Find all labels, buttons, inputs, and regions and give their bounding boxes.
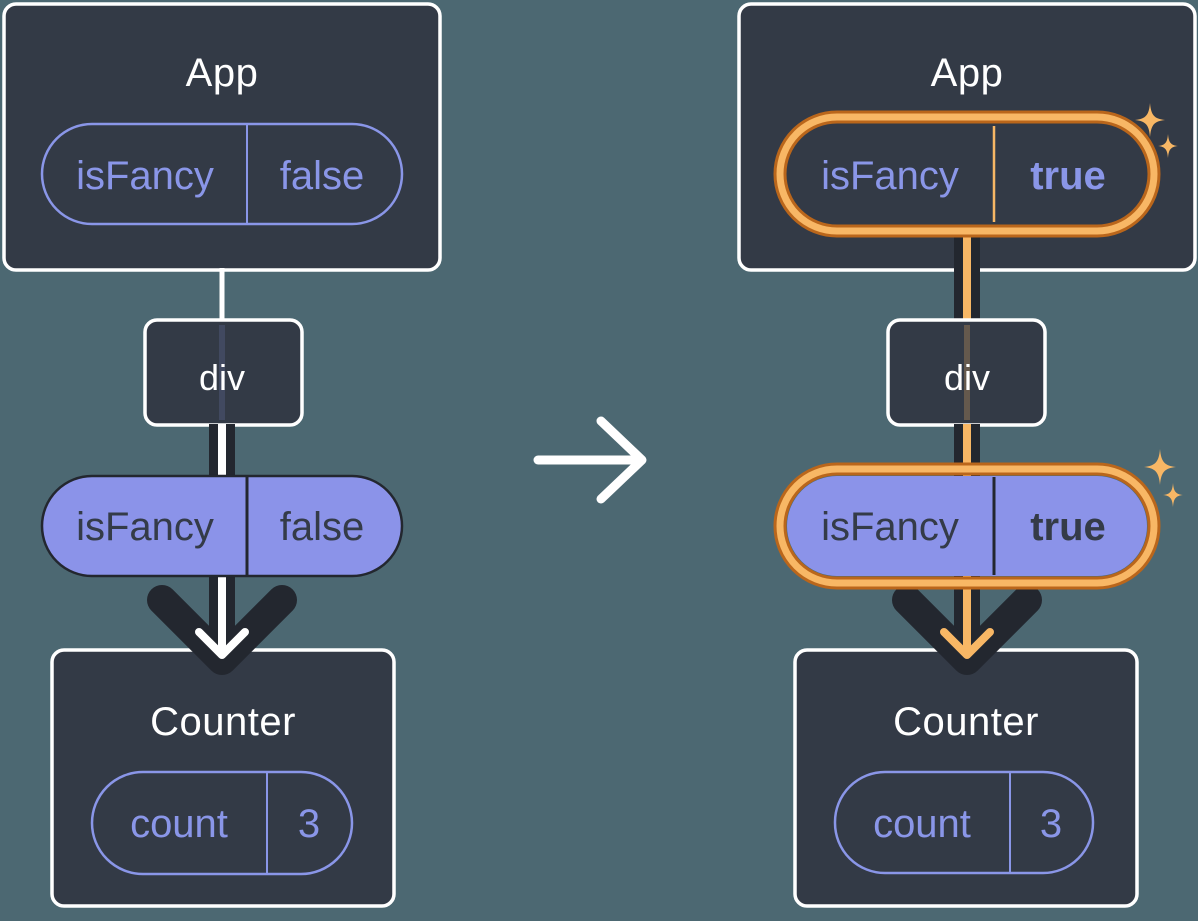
- counter-state-pill: count 3: [90, 770, 354, 876]
- prop-name: isFancy: [821, 154, 959, 198]
- prop-value: false: [280, 154, 365, 198]
- arrow-right-icon: [533, 416, 647, 504]
- prop-pill-shape: [40, 122, 404, 226]
- prop-name: isFancy: [76, 154, 214, 198]
- state-name: count: [873, 802, 971, 846]
- div-label: div: [944, 357, 990, 398]
- highlight-ring-glow: [776, 465, 1158, 587]
- arrow-chevron: [147, 585, 297, 675]
- prop-value: true: [1030, 154, 1106, 198]
- passed-prop-pill: isFancy false: [40, 474, 404, 578]
- div-label: div: [199, 357, 245, 398]
- prop-name: isFancy: [821, 505, 959, 549]
- prop-name: isFancy: [76, 505, 214, 549]
- app-label: App: [931, 51, 1004, 95]
- transition-arrow-head: [596, 416, 647, 504]
- state-name: count: [130, 802, 228, 846]
- state-value: 3: [1040, 802, 1062, 846]
- state-pill-shape: [833, 770, 1095, 875]
- app-prop-pill: isFancy false: [40, 122, 404, 226]
- sparkle-icon-large: [1135, 103, 1165, 137]
- app-label: App: [186, 51, 259, 95]
- tree-after: App isFancy true div Cou: [737, 2, 1197, 908]
- counter-card: [793, 648, 1139, 908]
- state-value: 3: [298, 802, 320, 846]
- prop-pill-shape: [787, 476, 1147, 576]
- prop-pill-shape: [40, 474, 404, 578]
- tree-before: App isFancy false div Counter: [2, 2, 442, 908]
- prop-value: true: [1030, 505, 1106, 549]
- counter-label: Counter: [893, 700, 1039, 744]
- sparkle-icon-small: [1163, 483, 1183, 507]
- highlight-ring-glow: [776, 113, 1158, 235]
- app-card: [2, 2, 442, 272]
- arrow-head-icon: [195, 628, 249, 659]
- sparkle-icon-large: [1144, 449, 1176, 485]
- state-pill-shape: [90, 770, 354, 876]
- counter-label: Counter: [150, 700, 296, 744]
- sparkle-icon-small: [1158, 134, 1178, 158]
- arrow-head-icon: [940, 628, 994, 659]
- counter-card: [50, 648, 396, 908]
- app-prop-pill-highlighted: isFancy true: [773, 103, 1178, 238]
- arrow-chevron: [892, 585, 1042, 675]
- prop-value: false: [280, 505, 365, 549]
- counter-state-pill: count 3: [833, 770, 1095, 875]
- passed-prop-pill-highlighted: isFancy true: [773, 449, 1183, 590]
